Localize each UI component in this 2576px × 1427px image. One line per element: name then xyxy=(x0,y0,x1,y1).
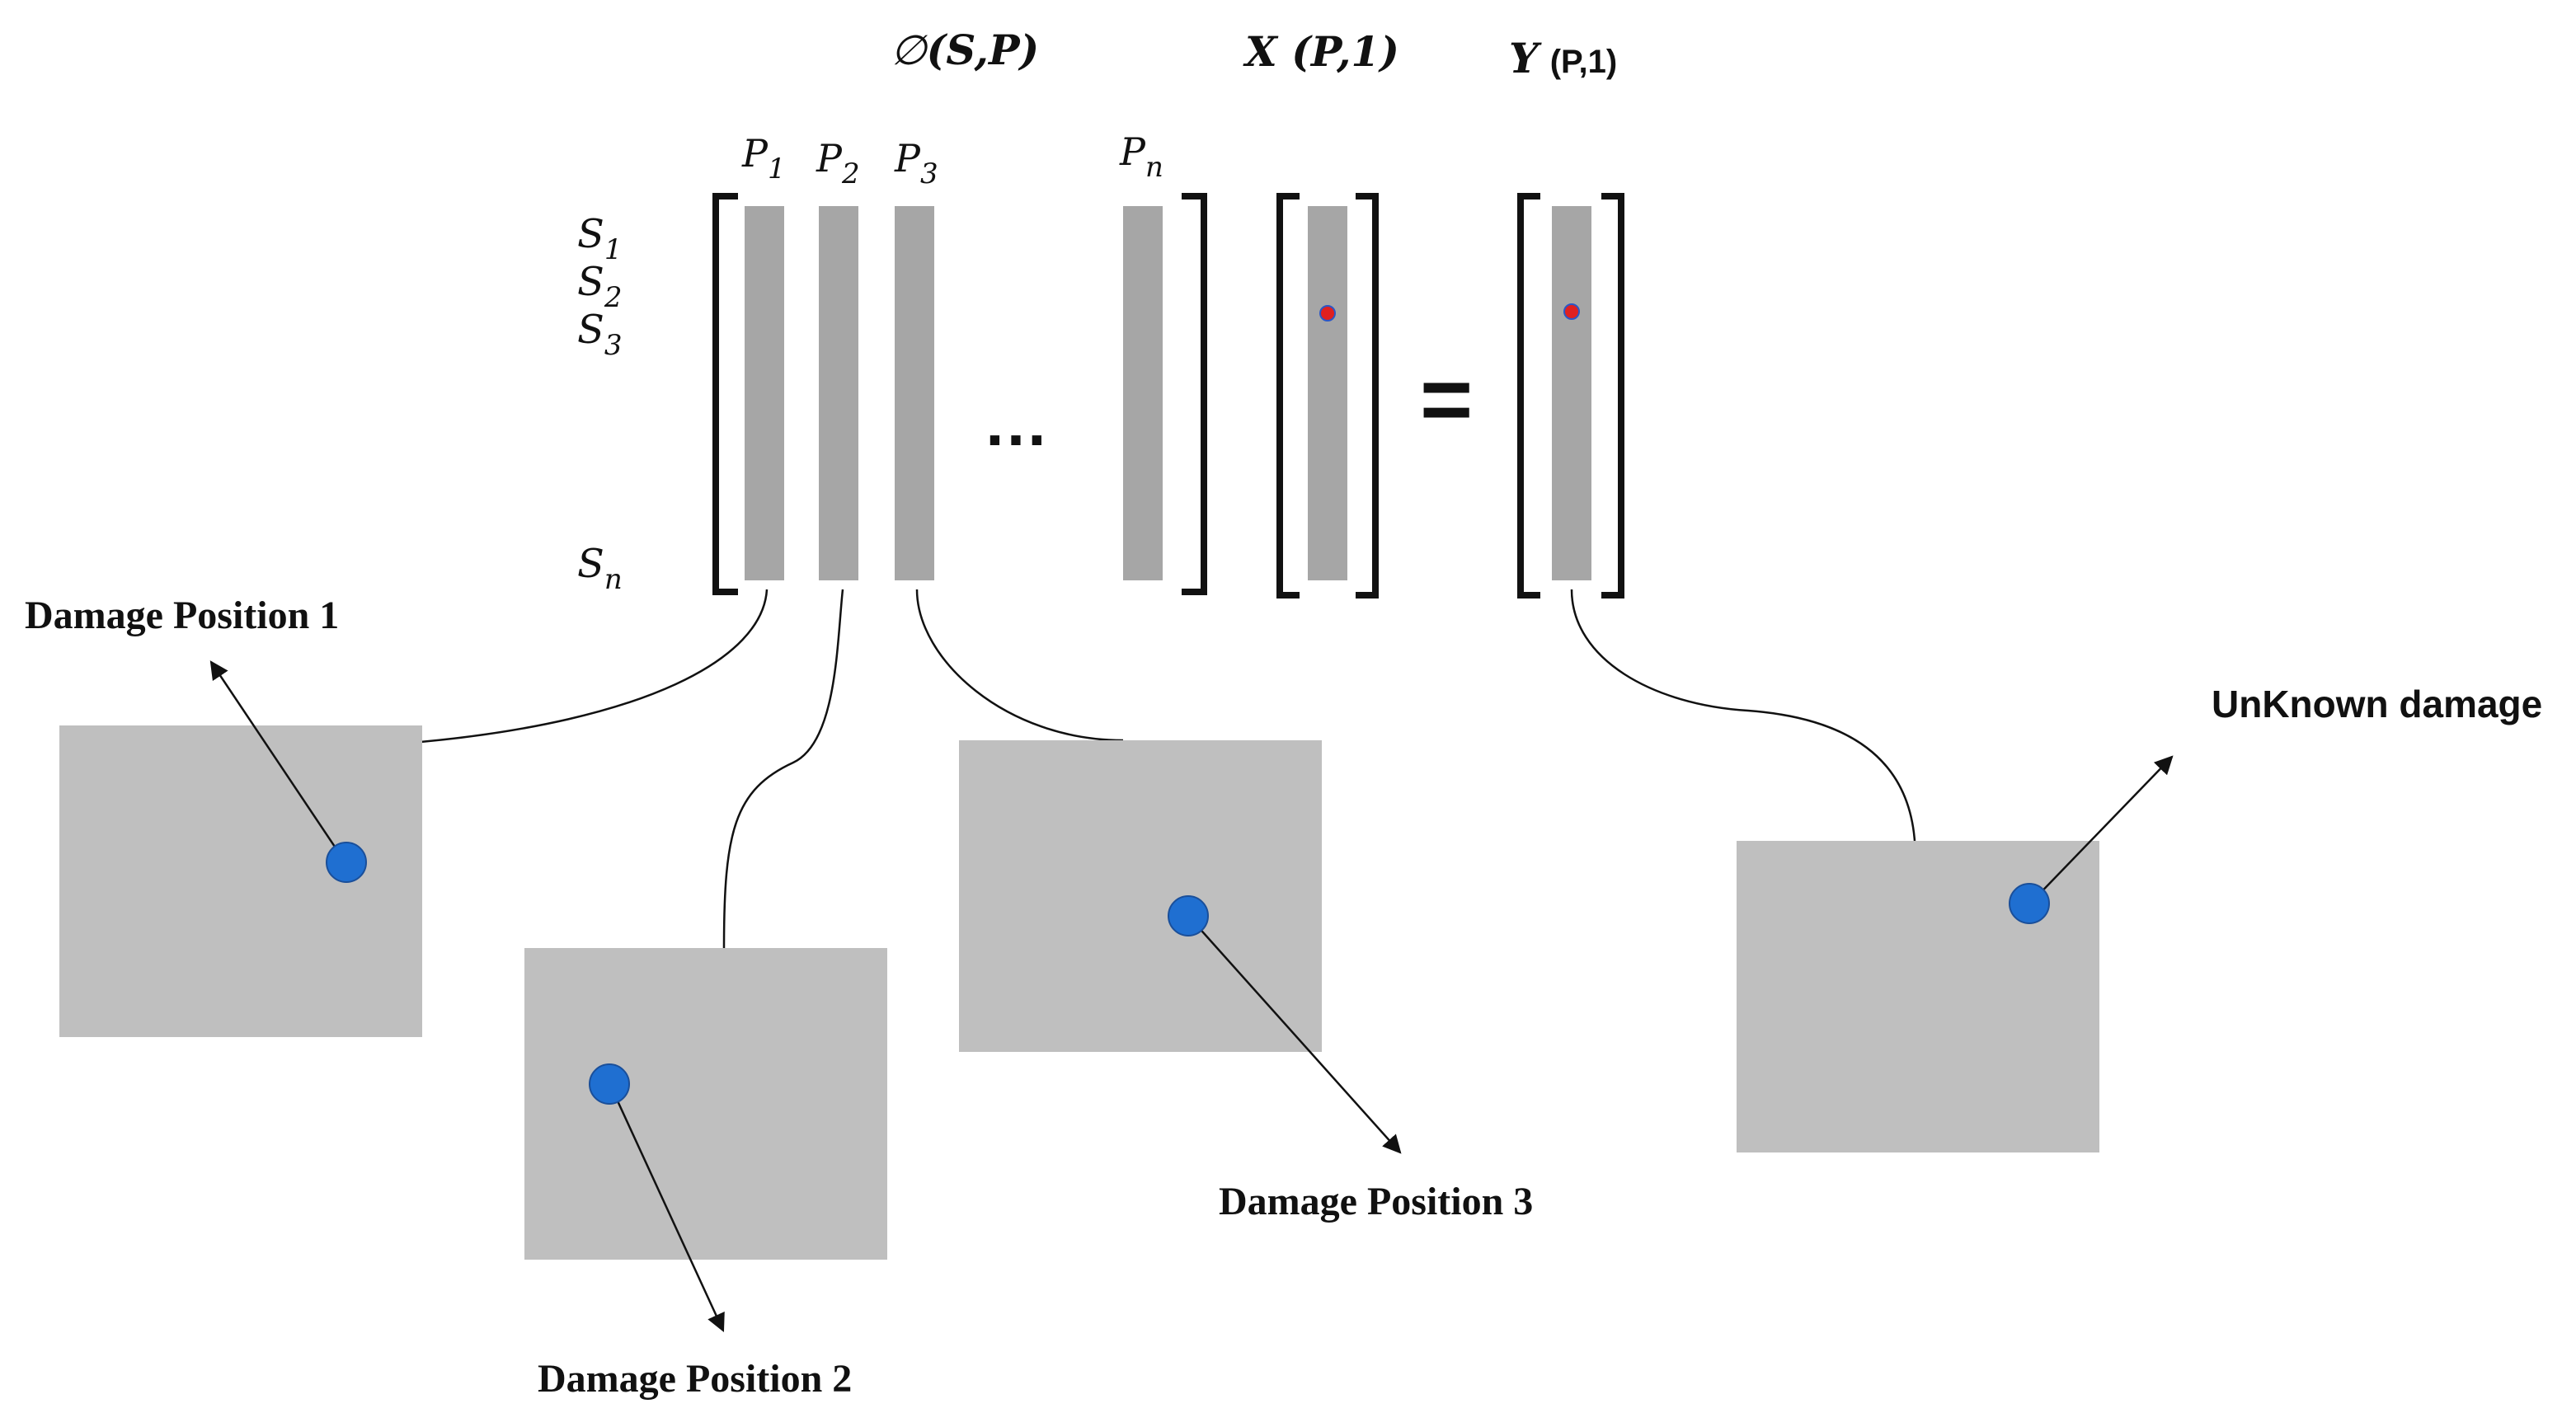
phi-column-p1 xyxy=(745,206,784,580)
equals-sign: = xyxy=(1420,349,1473,450)
panel-3-label: Damage Position 3 xyxy=(1219,1180,1533,1223)
connectors xyxy=(420,589,1916,949)
x-left-bracket xyxy=(1276,193,1300,598)
connector-p1-panel1 xyxy=(420,589,769,744)
panel-1-damage-dot xyxy=(326,842,367,883)
panel-2-label: Damage Position 2 xyxy=(538,1357,852,1401)
phi-right-bracket xyxy=(1182,193,1207,595)
y-right-bracket xyxy=(1601,193,1624,598)
panel-damage-position-3: Damage Position 3 xyxy=(959,740,1533,1223)
phi-column-pn xyxy=(1123,206,1163,580)
phi-label: ∅(S,P) xyxy=(891,26,1039,74)
x-right-bracket xyxy=(1356,193,1379,598)
connector-p2-panel2 xyxy=(722,589,844,949)
x-marker-dot xyxy=(1319,305,1336,322)
phi-left-bracket xyxy=(712,193,738,595)
column-header-pn: Pn xyxy=(1119,129,1163,184)
row-label-s2: S2 xyxy=(577,259,623,314)
panel-1-arrow xyxy=(209,660,346,862)
y-left-bracket xyxy=(1517,193,1540,598)
row-label-s1: S1 xyxy=(577,211,623,266)
x-vector-column xyxy=(1308,206,1347,580)
panel-unknown-damage: UnKnown damage xyxy=(1737,683,2542,1152)
y-marker-dot xyxy=(1563,303,1580,320)
phi-matrix: … xyxy=(712,193,1207,595)
panel-2-damage-dot xyxy=(589,1063,630,1105)
panel-3-plate xyxy=(959,740,1322,1052)
x-vector xyxy=(1276,193,1379,598)
panel-2-arrow xyxy=(609,1084,725,1333)
column-header-p1: P1 xyxy=(741,131,786,185)
column-ellipsis: … xyxy=(983,386,1049,459)
row-label-sn: Sn xyxy=(577,541,623,596)
y-vector xyxy=(1517,193,1624,598)
column-headers: P1 P2 P3 Pn xyxy=(741,129,1163,190)
phi-column-p3 xyxy=(895,206,934,580)
column-header-p2: P2 xyxy=(816,136,860,190)
phi-column-p2 xyxy=(819,206,858,580)
panel-1-plate xyxy=(59,725,422,1037)
row-label-s3: S3 xyxy=(577,307,623,362)
panel-4-arrow xyxy=(2029,755,2174,904)
connector-y-unknown xyxy=(1570,589,1916,842)
panel-4-damage-dot xyxy=(2009,883,2050,924)
panel-3-damage-dot xyxy=(1168,895,1209,936)
connector-p3-panel3 xyxy=(915,589,1124,742)
panel-3-arrow xyxy=(1188,916,1402,1154)
panel-damage-position-2: Damage Position 2 xyxy=(524,948,887,1401)
row-labels: S1 S2 S3 Sn xyxy=(577,211,623,596)
y-vector-column xyxy=(1552,206,1591,580)
panel-1-label: Damage Position 1 xyxy=(25,594,339,637)
column-header-p3: P3 xyxy=(894,136,938,190)
y-vector-label: Y(P,1) xyxy=(1509,34,1617,82)
panel-4-label: UnKnown damage xyxy=(2212,683,2542,725)
panel-2-plate xyxy=(524,948,887,1260)
x-vector-label: X (P,1) xyxy=(1243,27,1399,76)
panel-damage-position-1: Damage Position 1 xyxy=(25,594,422,1037)
